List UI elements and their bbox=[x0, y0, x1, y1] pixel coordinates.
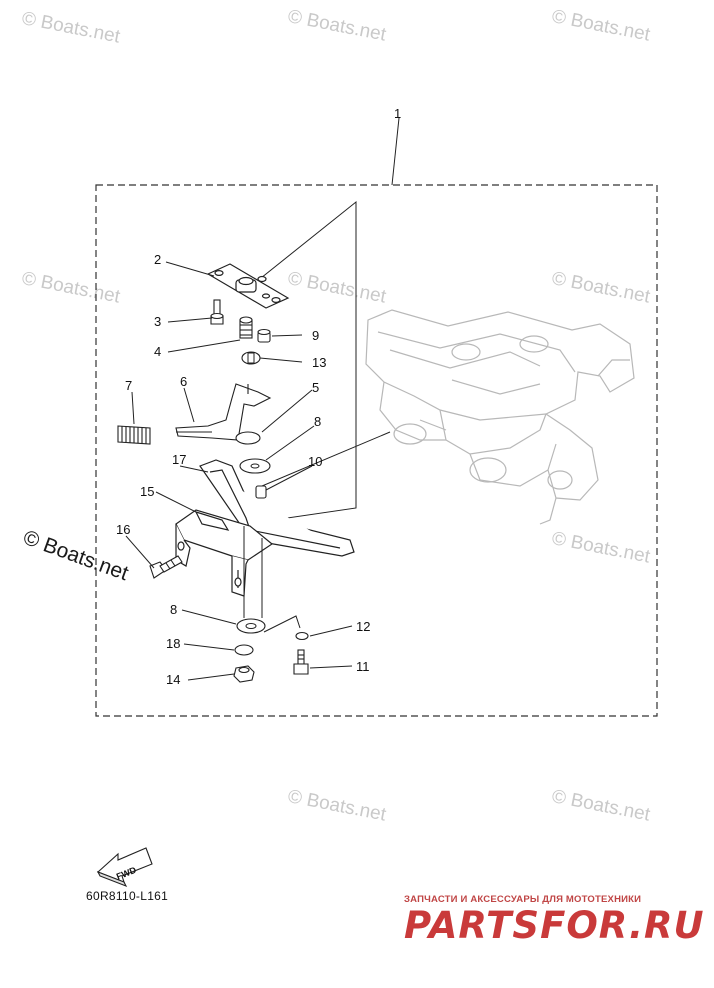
part-label-18: 18 bbox=[166, 636, 180, 651]
part-6-lever bbox=[175, 383, 272, 441]
part-10-collar bbox=[255, 485, 267, 499]
engine-bracket-outline bbox=[365, 309, 635, 525]
part-9-collar bbox=[257, 328, 271, 343]
part-labels: 1 2 3 4 5 6 7 8 8 9 10 11 12 13 14 15 16… bbox=[116, 106, 401, 687]
brand-subtitle: ЗАПЧАСТИ И АКСЕССУАРЫ ДЛЯ МОТОТЕХНИКИ bbox=[404, 894, 642, 905]
part-12-washer bbox=[295, 631, 309, 641]
part-label-6: 6 bbox=[180, 374, 187, 389]
part-label-8-lower: 8 bbox=[170, 602, 177, 617]
callout-leaders bbox=[125, 261, 353, 681]
leader-line bbox=[391, 117, 400, 186]
part-label-5: 5 bbox=[312, 380, 319, 395]
part-label-15: 15 bbox=[140, 484, 154, 499]
diagram-code: 60R8110-L161 bbox=[86, 889, 169, 903]
part-label-10: 10 bbox=[308, 454, 322, 469]
part-label-2: 2 bbox=[154, 252, 161, 267]
part-13-slot bbox=[247, 352, 255, 364]
callout-lines bbox=[245, 200, 357, 525]
part-label-14: 14 bbox=[166, 672, 180, 687]
part-4-stud bbox=[239, 316, 253, 339]
part-label-8: 8 bbox=[314, 414, 321, 429]
brand-logo: PARTSFOR.RU bbox=[404, 904, 705, 947]
part-5-washer bbox=[235, 431, 261, 445]
fwd-arrow-icon bbox=[96, 847, 153, 888]
part-2-plate bbox=[206, 263, 290, 309]
part-label-12: 12 bbox=[356, 619, 370, 634]
part-label-17: 17 bbox=[172, 452, 186, 467]
part-label-3: 3 bbox=[154, 314, 161, 329]
part-label-16: 16 bbox=[116, 522, 130, 537]
part-label-7: 7 bbox=[125, 378, 132, 393]
part-3-bolt bbox=[210, 299, 224, 325]
part-label-13: 13 bbox=[312, 355, 326, 370]
kit-frame bbox=[95, 184, 658, 717]
part-label-1: 1 bbox=[394, 106, 401, 121]
leader-line bbox=[261, 431, 391, 487]
part-label-11: 11 bbox=[356, 659, 370, 674]
part-11-bolt bbox=[293, 649, 309, 675]
part-7-grip bbox=[117, 425, 151, 445]
part-18-washer bbox=[234, 644, 254, 656]
part-14-nut bbox=[233, 665, 255, 683]
part-15-bracket bbox=[175, 459, 355, 618]
part-16-bolt bbox=[149, 555, 183, 579]
part-label-4: 4 bbox=[154, 344, 161, 359]
leader-line bbox=[263, 615, 301, 633]
part-label-9: 9 bbox=[312, 328, 319, 343]
